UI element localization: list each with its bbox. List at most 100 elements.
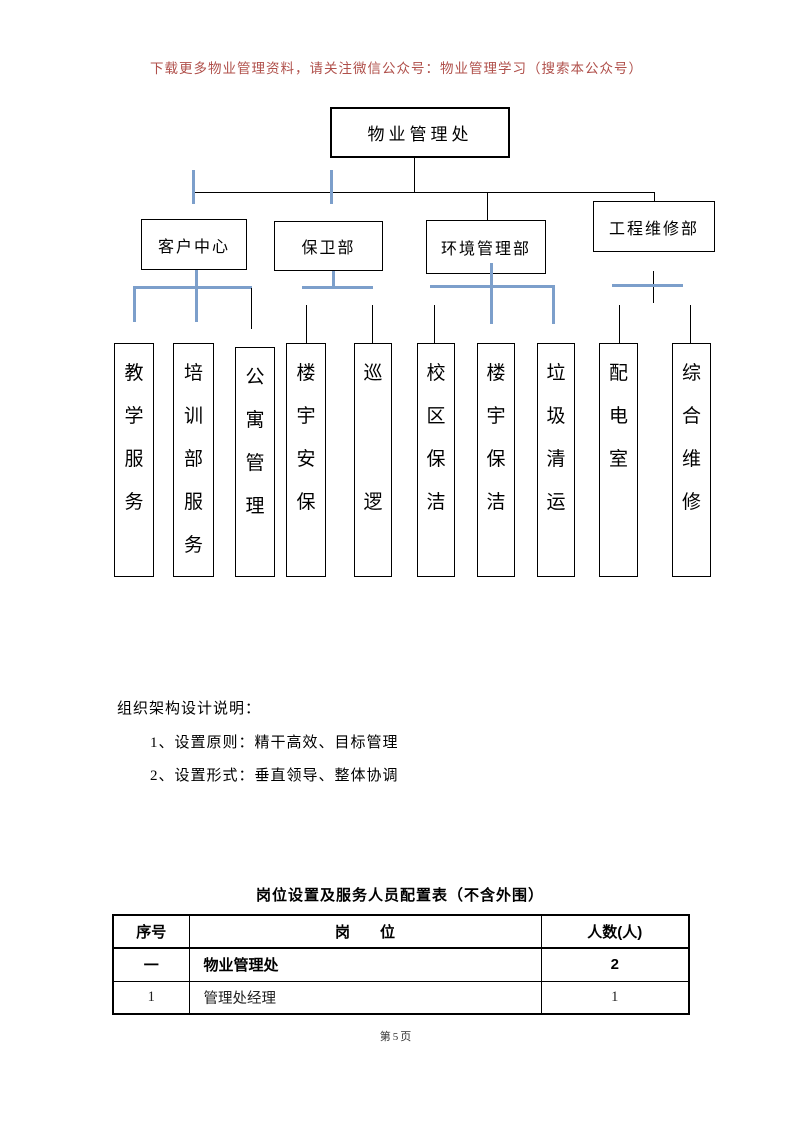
dept-box-engineering: 工程维修部: [593, 201, 715, 252]
unit-box-char: [355, 438, 391, 481]
unit-box-char: 综: [681, 363, 701, 384]
cell-serial: 一: [112, 947, 190, 982]
unit-box-char: 垃: [546, 363, 566, 384]
unit-box-building-cleaning: 楼宇保洁: [477, 343, 515, 577]
connector-environment-vertical: [490, 263, 493, 324]
connector-engineering-vertical: [653, 271, 654, 303]
staff-table-row: 1 管理处经理 1: [112, 980, 690, 1015]
unit-box-char: 区: [426, 406, 446, 427]
unit-box-building-security: 楼宇安保: [286, 343, 326, 577]
unit-box-char: 运: [546, 492, 566, 513]
unit-box-teaching-service: 教学服务: [114, 343, 154, 577]
unit-box-char: 逻: [363, 492, 383, 513]
connector-stub-power-room: [619, 305, 620, 343]
unit-box-char: 部: [183, 449, 203, 470]
cell-serial: 1: [112, 980, 190, 1015]
dept-label: 环境管理部: [440, 241, 531, 258]
connector-stub-patrol: [372, 305, 373, 343]
connector-customer-drop-left: [133, 286, 136, 322]
unit-box-apartment-management: 公寓管理: [235, 347, 275, 577]
unit-box-char: 洁: [426, 492, 446, 513]
unit-box-char: 寓: [245, 410, 265, 431]
unit-box-char: 训: [183, 406, 203, 427]
unit-box-char: 楼: [296, 363, 316, 384]
connector-tick-security: [330, 170, 333, 204]
unit-box-char: 理: [245, 496, 265, 517]
connector-main-horizontal: [193, 192, 655, 193]
unit-box-char: 培: [183, 363, 203, 384]
unit-box-char: 维: [681, 449, 701, 470]
connector-stub-apartment: [251, 288, 252, 329]
connector-stub-campus-cleaning: [434, 305, 435, 343]
unit-box-training-service: 培训部服务: [173, 343, 214, 577]
unit-box-char: 宇: [486, 406, 506, 427]
unit-box-char: 巡: [363, 363, 383, 384]
dept-box-customer-center: 客户中心: [141, 219, 247, 270]
unit-box-char: 公: [245, 367, 265, 388]
page-number: 第5页: [379, 1031, 414, 1043]
notes-heading: 组织架构设计说明：: [117, 701, 262, 717]
unit-box-char: [355, 395, 391, 438]
unit-box-char: 洁: [486, 492, 506, 513]
unit-box-power-room: 配电室: [599, 343, 638, 577]
unit-box-char: 圾: [546, 406, 566, 427]
connector-root-vertical: [414, 158, 415, 192]
promo-banner-text: 下载更多物业管理资料，请关注微信公众号：物业管理学习（搜索本公众号）: [150, 61, 643, 76]
unit-box-char: 配: [608, 363, 628, 384]
connector-tick-customer: [192, 170, 195, 204]
unit-box-char: 校: [426, 363, 446, 384]
connector-security-vertical: [332, 271, 335, 289]
connector-environment-horizontal: [430, 285, 555, 288]
unit-box-char: 室: [608, 449, 628, 470]
header-position: 岗 位: [188, 914, 542, 949]
connector-customer-vertical: [195, 270, 198, 322]
unit-box-char: 楼: [486, 363, 506, 384]
notes-item-2: 2、设置形式：垂直领导、整体协调: [150, 768, 399, 784]
cell-position: 物业管理处: [188, 947, 542, 982]
unit-box-char: 学: [124, 406, 144, 427]
unit-box-garbage-removal: 垃圾清运: [537, 343, 575, 577]
unit-box-char: 宇: [296, 406, 316, 427]
unit-box-char: 安: [296, 449, 316, 470]
unit-box-char: 电: [608, 406, 628, 427]
connector-env-drop: [487, 192, 488, 220]
org-root-label: 物业管理处: [367, 125, 473, 144]
unit-box-char: 管: [245, 453, 265, 474]
unit-box-char: 务: [124, 492, 144, 513]
dept-label: 客户中心: [157, 238, 230, 256]
staff-table-title: 岗位设置及服务人员配置表（不含外围）: [255, 887, 544, 904]
org-root-box: 物业管理处: [330, 107, 510, 158]
cell-headcount: 2: [540, 947, 690, 982]
unit-box-char: 服: [183, 492, 203, 513]
staff-table-header-row: 序号 岗 位 人数(人): [112, 914, 690, 949]
unit-box-general-maintenance: 综合维修: [672, 343, 711, 577]
connector-engineering-horizontal: [612, 284, 683, 287]
staff-table-row-group: 一 物业管理处 2: [112, 947, 690, 982]
unit-box-char: 合: [681, 406, 701, 427]
connector-stub-building-security: [306, 305, 307, 343]
unit-box-char: 教: [124, 363, 144, 384]
cell-position: 管理处经理: [188, 980, 542, 1015]
unit-box-char: 服: [124, 449, 144, 470]
dept-label: 保卫部: [301, 240, 356, 257]
cell-headcount: 1: [540, 980, 690, 1015]
connector-customer-horizontal: [133, 286, 252, 289]
unit-box-char: 修: [681, 492, 701, 513]
connector-environment-drop-right: [552, 285, 555, 324]
dept-box-environment: 环境管理部: [426, 220, 546, 274]
connector-stub-maintenance: [690, 305, 691, 347]
unit-box-char: 保: [486, 449, 506, 470]
header-headcount: 人数(人): [540, 914, 690, 949]
connector-security-horizontal: [302, 286, 373, 289]
staff-table: 序号 岗 位 人数(人) 一 物业管理处 2 1 管理处经理 1: [112, 914, 690, 1015]
notes-item-1: 1、设置原则：精干高效、目标管理: [150, 735, 399, 751]
unit-box-char: 务: [183, 535, 203, 556]
unit-box-char: 清: [546, 449, 566, 470]
unit-box-char: 保: [296, 492, 316, 513]
unit-box-patrol: 巡逻: [354, 343, 392, 577]
dept-label: 工程维修部: [608, 220, 699, 238]
dept-box-security: 保卫部: [274, 221, 383, 271]
unit-box-char: 保: [426, 449, 446, 470]
unit-box-campus-cleaning: 校区保洁: [417, 343, 455, 577]
